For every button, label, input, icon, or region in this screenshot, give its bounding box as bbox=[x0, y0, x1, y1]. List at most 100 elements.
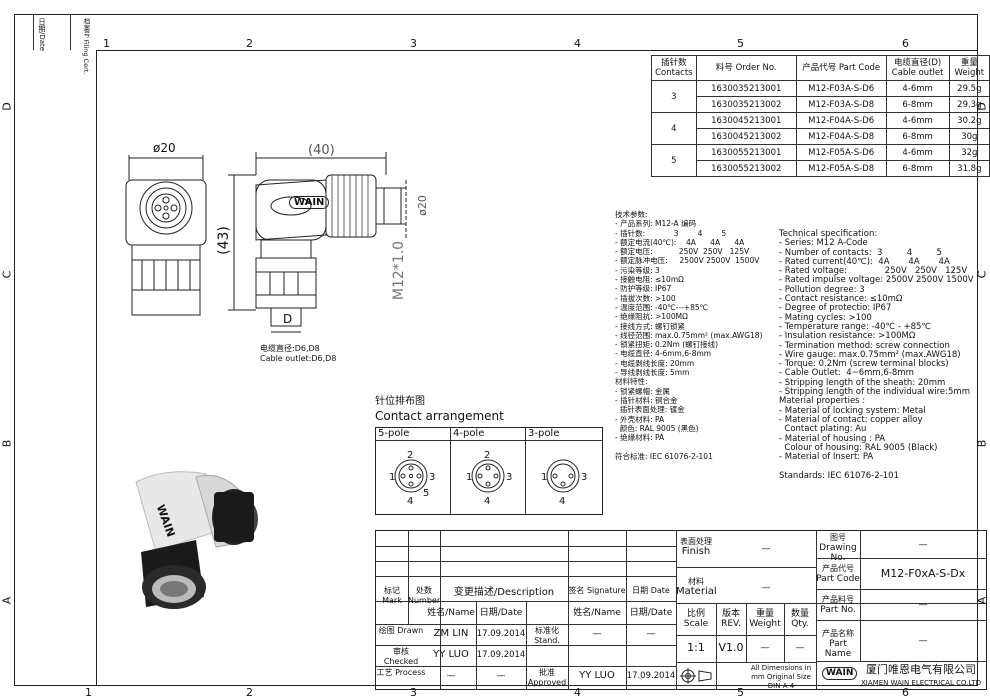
zone-col-1-bottom: 1 bbox=[85, 686, 92, 699]
svg-text:4: 4 bbox=[407, 496, 413, 507]
zone-col-2-bottom: 2 bbox=[246, 686, 253, 699]
zone-row-c: C bbox=[0, 270, 14, 279]
tb-checked-label: 审核 Checked bbox=[383, 647, 419, 666]
company-name-en: XIAMEN WAIN ELECTRICAL CO.LTD bbox=[861, 679, 982, 687]
inner-border bbox=[96, 50, 978, 686]
tb-drawn-date: 17.09.2014 bbox=[476, 629, 526, 639]
svg-text:1: 1 bbox=[389, 472, 395, 483]
tb-weight-value: — bbox=[760, 643, 770, 653]
tb-part-code-value: M12-F0xA-S-Dx bbox=[880, 567, 966, 580]
tb-date-header: 日期/Date bbox=[479, 608, 523, 618]
brand-logo: WAIN bbox=[289, 196, 330, 209]
tb-scale-value: 1:1 bbox=[687, 641, 705, 654]
table-row: 4 1630045213001 M12-F04A-S-D6 4-6mm 30.2… bbox=[651, 112, 990, 145]
tb-rev-value: V1.0 bbox=[718, 641, 744, 654]
tb-drawing-no-value: — bbox=[918, 540, 928, 550]
table-row: 1630035213002 M12-F03A-S-D8 6-8mm 29.3g bbox=[652, 96, 990, 113]
cable-outlet-en: Cable outlet:D6,D8 bbox=[260, 354, 337, 363]
table-row: 5 1630055213001 M12-F05A-S-D6 4-6mm 32g bbox=[651, 144, 990, 177]
zone-col-4-bottom: 4 bbox=[574, 686, 581, 699]
svg-text:5: 5 bbox=[423, 488, 429, 499]
pole-4-label: 4-pole bbox=[453, 428, 485, 439]
svg-text:2: 2 bbox=[484, 450, 490, 461]
svg-text:1: 1 bbox=[541, 472, 547, 483]
date-label: 日期/Date bbox=[38, 18, 46, 52]
tb-qty-value: — bbox=[795, 643, 805, 653]
tb-number: 处数 Number bbox=[408, 586, 441, 605]
svg-text:4: 4 bbox=[484, 496, 490, 507]
tb-date: 日期 Date bbox=[632, 586, 670, 595]
header-order-no: 料号 Order No. bbox=[695, 55, 797, 81]
cable-outlet-cn: 电缆直径:D6,D8 bbox=[260, 344, 320, 353]
zone-row-b-right: B bbox=[975, 439, 989, 448]
tb-approved-label: 批准 Approved bbox=[527, 668, 567, 687]
dim-cable-d: D bbox=[283, 312, 293, 326]
header-contacts: 插针数 Contacts bbox=[651, 55, 697, 81]
spec-english: Technical specification: - Series: M12 A… bbox=[779, 229, 974, 481]
title-block: 标记 Mark 处数 Number 变更描述/Description 签名 Si… bbox=[375, 530, 987, 690]
tb-date-header-2: 日期/Date bbox=[629, 608, 673, 618]
tb-checked-date: 17.09.2014 bbox=[476, 650, 526, 660]
zone-col-4: 4 bbox=[574, 37, 581, 50]
tb-checked-name: YY LUO bbox=[433, 649, 469, 660]
tb-mark: 标记 Mark bbox=[382, 586, 402, 605]
connector-technical-drawing bbox=[125, 152, 407, 333]
tb-stand: 标准化 Stand. bbox=[534, 626, 560, 645]
tb-name-header: 姓名/Name bbox=[427, 608, 475, 618]
tb-part-no-value: — bbox=[918, 600, 928, 610]
svg-text:3: 3 bbox=[581, 472, 587, 483]
svg-text:2: 2 bbox=[407, 450, 413, 461]
tb-dash-4: — bbox=[496, 671, 506, 681]
zone-col-6-bottom: 6 bbox=[902, 686, 909, 699]
tb-weight-header: 重量 Weight bbox=[749, 609, 781, 629]
zone-row-d: D bbox=[0, 102, 14, 111]
order-table: 插针数 Contacts 料号 Order No. 产品代号 Part Code… bbox=[651, 55, 990, 177]
tb-dims-note: All Dimensions in mm Original Size DIN A… bbox=[750, 664, 812, 690]
dim-diameter-20-vertical: ø20 bbox=[415, 195, 429, 216]
tb-dash-2: — bbox=[646, 629, 656, 639]
filing-label: 档案号 Filing Cert. bbox=[82, 18, 90, 75]
zone-col-5: 5 bbox=[737, 37, 744, 50]
dim-diameter-20: ø20 bbox=[153, 141, 176, 155]
tb-name-header-2: 姓名/Name bbox=[573, 608, 621, 618]
zone-col-3-bottom: 3 bbox=[410, 686, 417, 699]
table-row: 3 1630035213001 M12-F03A-S-D6 4-6mm 29.5… bbox=[651, 80, 990, 113]
tb-approved-date: 17.09.2014 bbox=[626, 671, 676, 681]
tb-approved-name: YY LUO bbox=[579, 670, 615, 681]
tb-description: 变更描述/Description bbox=[453, 587, 555, 598]
dim-height-43: (43) bbox=[215, 226, 232, 255]
svg-text:1: 1 bbox=[466, 472, 472, 483]
company-logo: WAIN bbox=[822, 667, 858, 680]
tb-signature: 签名 Signature bbox=[568, 586, 626, 595]
projection-symbol-icon bbox=[680, 668, 712, 684]
zone-col-2: 2 bbox=[246, 37, 253, 50]
header-cable-outlet: 电缆直径(D) Cable outlet bbox=[885, 55, 950, 81]
svg-text:3: 3 bbox=[429, 472, 435, 483]
svg-text:3: 3 bbox=[506, 472, 512, 483]
header-weight: 重量 Weight bbox=[948, 55, 990, 81]
zone-col-6: 6 bbox=[902, 37, 909, 50]
tb-process-label: 工艺 Process bbox=[376, 668, 426, 677]
pin-layout-table bbox=[375, 427, 603, 515]
zone-col-3: 3 bbox=[410, 37, 417, 50]
pole-5-label: 5-pole bbox=[378, 428, 410, 439]
pole-3-label: 3-pole bbox=[528, 428, 560, 439]
product-image: WAIN bbox=[135, 471, 258, 609]
tb-dash-3: — bbox=[446, 671, 456, 681]
thread-label: M12*1.0 bbox=[391, 240, 408, 301]
tb-finish-value: — bbox=[761, 544, 771, 554]
pin-layout-title-cn: 针位排布图 bbox=[375, 396, 425, 407]
zone-col-5-bottom: 5 bbox=[737, 686, 744, 699]
tb-rev-header: 版本 REV. bbox=[721, 609, 741, 629]
tb-material-value: — bbox=[761, 583, 771, 593]
tb-qty-header: 数量 Qty. bbox=[790, 609, 809, 629]
header-part-code: 产品代号 Part Code bbox=[795, 55, 887, 81]
table-row: 1630055213002 M12-F05A-S-D8 6-8mm 31.8g bbox=[652, 160, 990, 177]
zone-col-1: 1 bbox=[103, 37, 110, 50]
